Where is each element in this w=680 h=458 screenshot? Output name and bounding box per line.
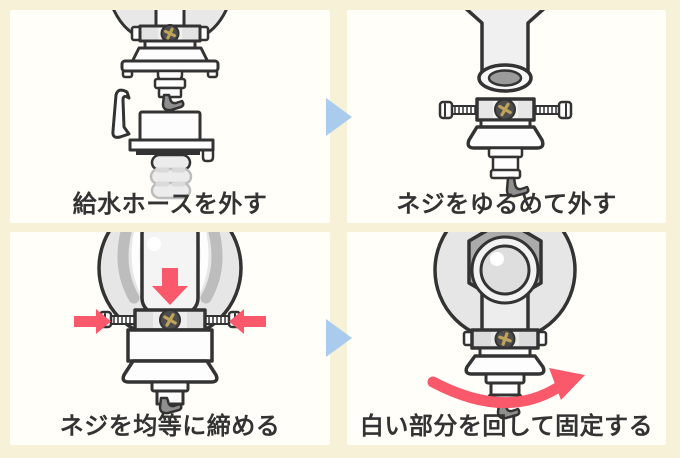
step-4-illustration [427,232,585,420]
step-3-illustration [74,232,266,415]
step-panel-1: 給水ホースを外す [10,10,330,223]
faucet-icon [433,232,577,342]
highlight-dot [147,237,161,251]
step-2-illustration [438,10,573,198]
step-panel-3: ネジを均等に締める [10,232,330,445]
release-lever-icon [111,88,131,139]
next-step-arrow-icon [326,98,352,136]
highlight-dot [490,252,504,266]
faucet-spout-icon [464,10,546,93]
rotate-arrow-icon [427,368,585,409]
step-1-caption: 給水ホースを外す [72,191,268,218]
nipple-with-screws-icon [438,97,573,198]
screw-right-icon [531,100,573,120]
push-in-arrow-left-icon [74,309,111,334]
press-down-arrow-icon [152,268,188,305]
faucet-icon [112,10,228,112]
spout-tip-icon [161,93,185,112]
nipple-with-screws-icon [98,308,242,415]
step-4-caption: 白い部分を回して固定する [359,413,654,440]
screw-head-icon [494,328,516,350]
step-1-illustration [111,10,228,200]
step-2-caption: ネジをゆるめて外す [396,191,617,218]
screw-head-icon [159,309,181,331]
hose-icon [149,153,193,200]
nipple-icon [462,328,548,420]
step-panel-2: ネジをゆるめて外す [347,10,666,223]
spout-tip-icon [505,176,530,198]
step-panel-4: 白い部分を回して固定する [347,232,666,445]
next-step-arrow-icon [326,319,352,357]
step-3-caption: ネジを均等に締める [59,413,281,440]
screw-head-icon [160,24,180,43]
screw-left-icon [438,100,480,120]
screw-head-icon [494,98,516,121]
hose-coupling-icon [111,88,215,200]
spout-tip-icon [158,396,183,415]
push-in-arrow-right-icon [229,309,266,334]
